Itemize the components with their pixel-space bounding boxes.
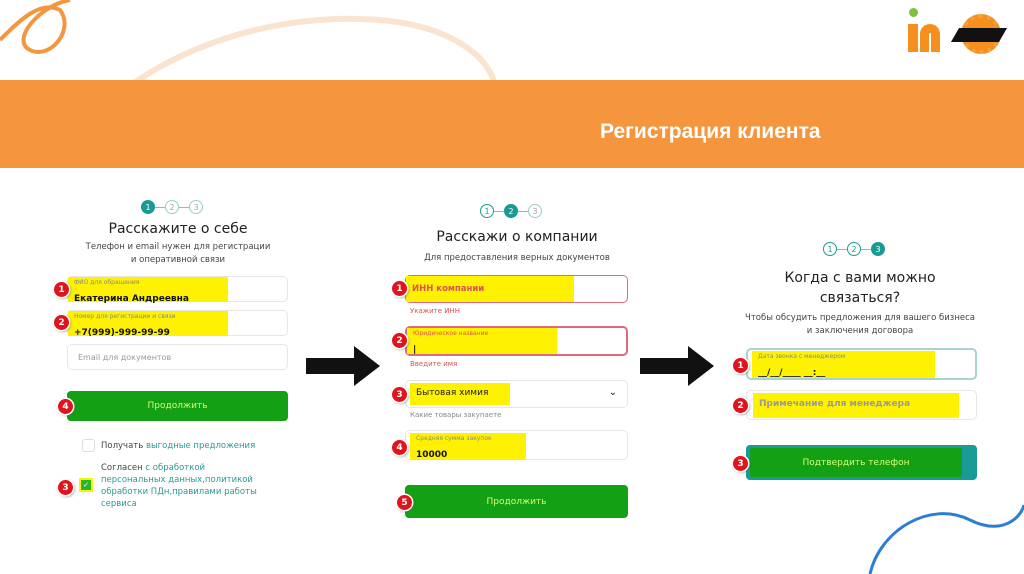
badge: 5 xyxy=(397,495,412,510)
badge: 3 xyxy=(733,456,748,471)
badge: 1 xyxy=(54,282,69,297)
call-date-field[interactable]: Дата звонка с менеджером__/__/____ __:__ xyxy=(746,348,977,380)
legal-name-error: Введите имя xyxy=(410,360,458,368)
section-subtitle: Чтобы обсудить предложения для вашего би… xyxy=(745,313,975,336)
step-3: 3 xyxy=(189,200,203,214)
arrow-right-icon xyxy=(306,346,380,386)
badge: 2 xyxy=(733,398,748,413)
email-field[interactable]: Email для документов xyxy=(67,344,288,370)
stepper: 1 2 3 xyxy=(823,242,885,256)
step-1: 1 xyxy=(823,242,837,256)
fk-logo xyxy=(950,10,1015,60)
step-1: 1 xyxy=(480,204,494,218)
badge: 3 xyxy=(392,387,407,402)
confirm-phone-button[interactable]: Подтвердить телефон xyxy=(750,448,962,477)
continue-button[interactable]: Продолжить xyxy=(67,391,288,421)
chevron-down-icon: ⌄ xyxy=(608,387,617,398)
offers-link[interactable]: выгодные предложения xyxy=(145,441,256,451)
goods-select[interactable]: Бытовая химия ⌄ xyxy=(405,380,628,408)
badge: 1 xyxy=(392,281,407,296)
step-2: 2 xyxy=(847,242,861,256)
step-1: 1 xyxy=(141,200,155,214)
page-title: Регистрация клиента xyxy=(600,120,821,143)
inn-error: Укажите ИНН xyxy=(410,307,461,315)
header-banner xyxy=(0,80,1024,168)
legal-name-field[interactable]: Юридическое название| xyxy=(405,326,628,356)
section-title: Расскажи о компании xyxy=(436,229,598,245)
stepper: 1 2 3 xyxy=(480,204,542,218)
offers-label: Получать выгодные предложения xyxy=(101,441,256,451)
section-title: Расскажите о себе xyxy=(108,221,248,237)
continue-button[interactable]: Продолжить xyxy=(405,485,628,518)
badge: 4 xyxy=(58,399,73,414)
inn-field[interactable]: ИНН компании xyxy=(405,275,628,303)
step-3: 3 xyxy=(871,242,885,256)
badge: 3 xyxy=(58,480,73,495)
stepper: 1 2 3 xyxy=(141,200,203,214)
badge: 1 xyxy=(733,358,748,373)
in-logo xyxy=(906,6,956,56)
arrow-right-icon xyxy=(640,346,714,386)
manager-note-field[interactable]: Примечание для менеджера xyxy=(746,390,977,420)
badge: 4 xyxy=(392,440,407,455)
offers-checkbox[interactable] xyxy=(82,439,95,452)
badge: 2 xyxy=(392,333,407,348)
section-subtitle: Для предоставления верных документов xyxy=(424,253,610,263)
goods-hint: Какие товары закупаете xyxy=(410,411,502,419)
consent-checkbox[interactable]: ✓ xyxy=(79,478,93,492)
badge: 2 xyxy=(54,315,69,330)
step-3: 3 xyxy=(528,204,542,218)
step-2: 2 xyxy=(165,200,179,214)
phone-field[interactable]: Номер для регистрации и связи+7(999)-999… xyxy=(67,310,288,338)
step-2: 2 xyxy=(504,204,518,218)
